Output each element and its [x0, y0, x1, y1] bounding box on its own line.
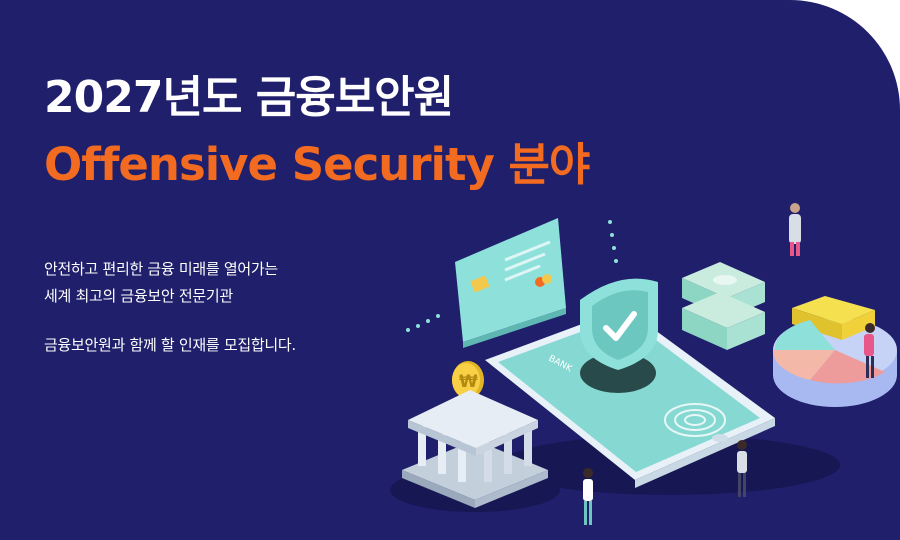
- description-line-2: 세계 최고의 금융보안 전문기관: [44, 287, 233, 305]
- person-figure-top: [789, 203, 801, 256]
- description-line-3: 금융보안원과 함께 할 인재를 모집합니다.: [44, 336, 296, 354]
- smartphone-icon: BANK: [485, 308, 775, 488]
- person-figure-chart: [864, 323, 875, 378]
- credit-card-icon: [455, 218, 566, 348]
- pie-chart-icon: [772, 296, 897, 407]
- description-line-1: 안전하고 편리한 금융 미래를 열어가는: [44, 260, 278, 278]
- headline-field: Offensive Security 분야: [44, 138, 590, 191]
- money-stack-icon: [682, 262, 765, 350]
- decorative-dots: [406, 220, 618, 332]
- security-illustration: BANK: [390, 203, 897, 525]
- person-figure-bottom: [583, 468, 593, 525]
- bank-building-icon: [402, 390, 548, 508]
- coin-symbol: ₩: [459, 372, 478, 392]
- headline-title: 2027년도 금융보안원: [44, 72, 454, 123]
- won-coin-icon: ₩: [452, 361, 484, 399]
- person-figure-phone: [737, 440, 747, 497]
- shield-icon: [580, 278, 658, 370]
